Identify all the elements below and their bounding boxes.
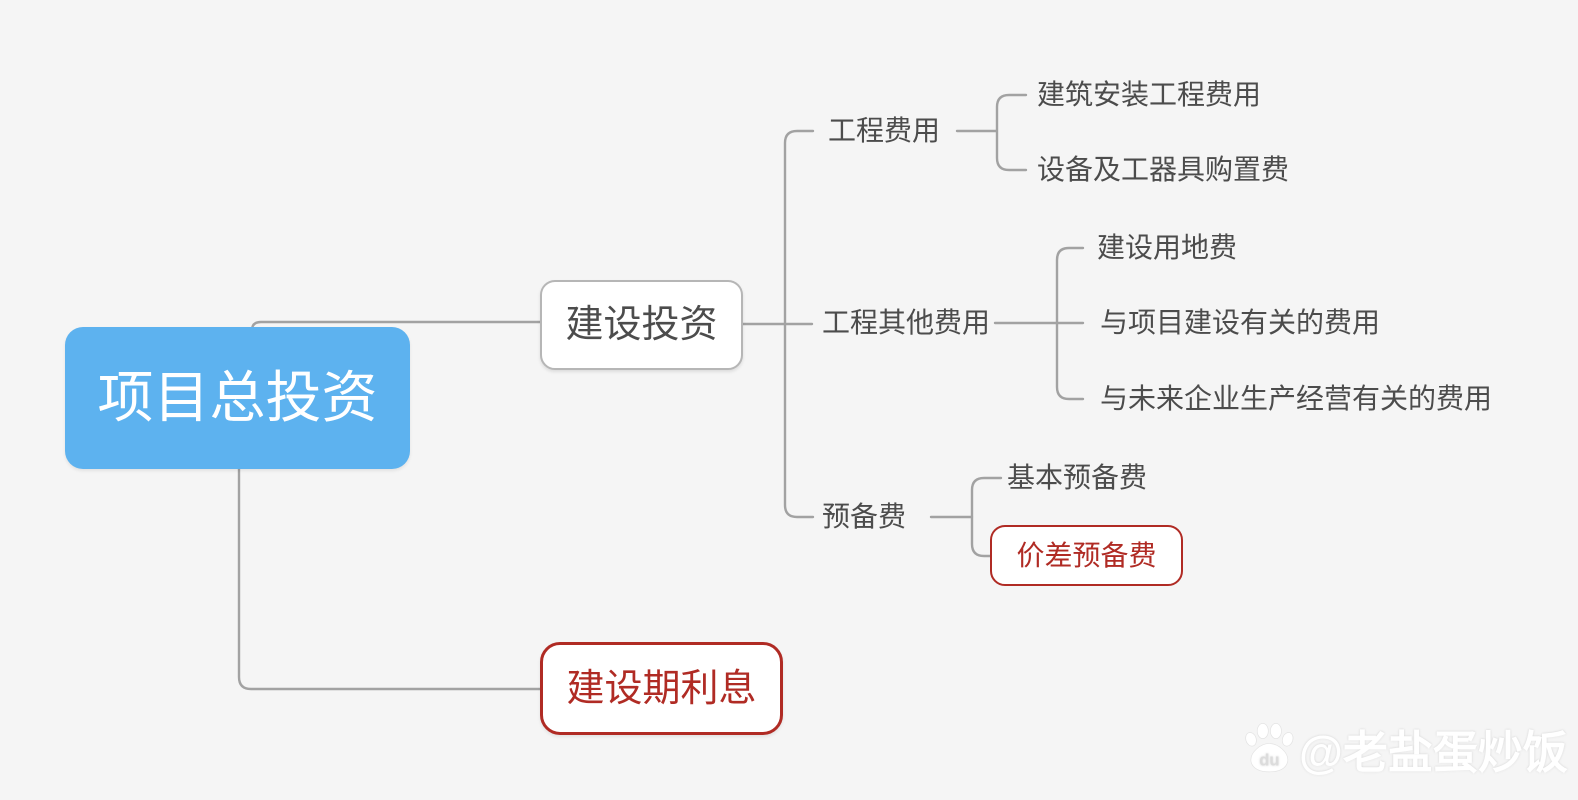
connector xyxy=(237,456,542,691)
node-equipment-tools-purchase-cost[interactable]: 设备及工器具购置费 xyxy=(1037,154,1290,185)
baidu-paw-icon: du xyxy=(1245,722,1294,772)
node-project-total-investment[interactable]: 项目总投资 xyxy=(65,327,410,469)
connector xyxy=(970,476,1003,558)
node-construction-period-interest[interactable]: 建设期利息 xyxy=(540,642,783,735)
node-other-engineering-cost[interactable]: 工程其他费用 xyxy=(822,307,991,338)
node-project-related-cost[interactable]: 与项目建设有关的费用 xyxy=(1100,307,1381,338)
node-construction-land-cost[interactable]: 建设用地费 xyxy=(1097,232,1238,263)
connector xyxy=(783,129,815,519)
connector xyxy=(1055,246,1085,401)
connector xyxy=(995,93,1028,172)
node-reserve-fund[interactable]: 预备费 xyxy=(822,501,907,532)
watermark-handle: @老盐蛋炒饭 xyxy=(1299,727,1568,778)
node-engineering-cost[interactable]: 工程费用 xyxy=(828,115,941,146)
node-construction-installation-cost[interactable]: 建筑安装工程费用 xyxy=(1037,79,1262,110)
node-future-operation-related-cost[interactable]: 与未来企业生产经营有关的费用 xyxy=(1100,383,1493,414)
node-price-gap-reserve-fund[interactable]: 价差预备费 xyxy=(990,525,1183,586)
node-basic-reserve-fund[interactable]: 基本预备费 xyxy=(1007,462,1148,493)
node-construction-investment[interactable]: 建设投资 xyxy=(540,280,743,370)
baidu-du-text: du xyxy=(1259,750,1279,769)
watermark: du @老盐蛋炒饭 xyxy=(1242,716,1568,781)
